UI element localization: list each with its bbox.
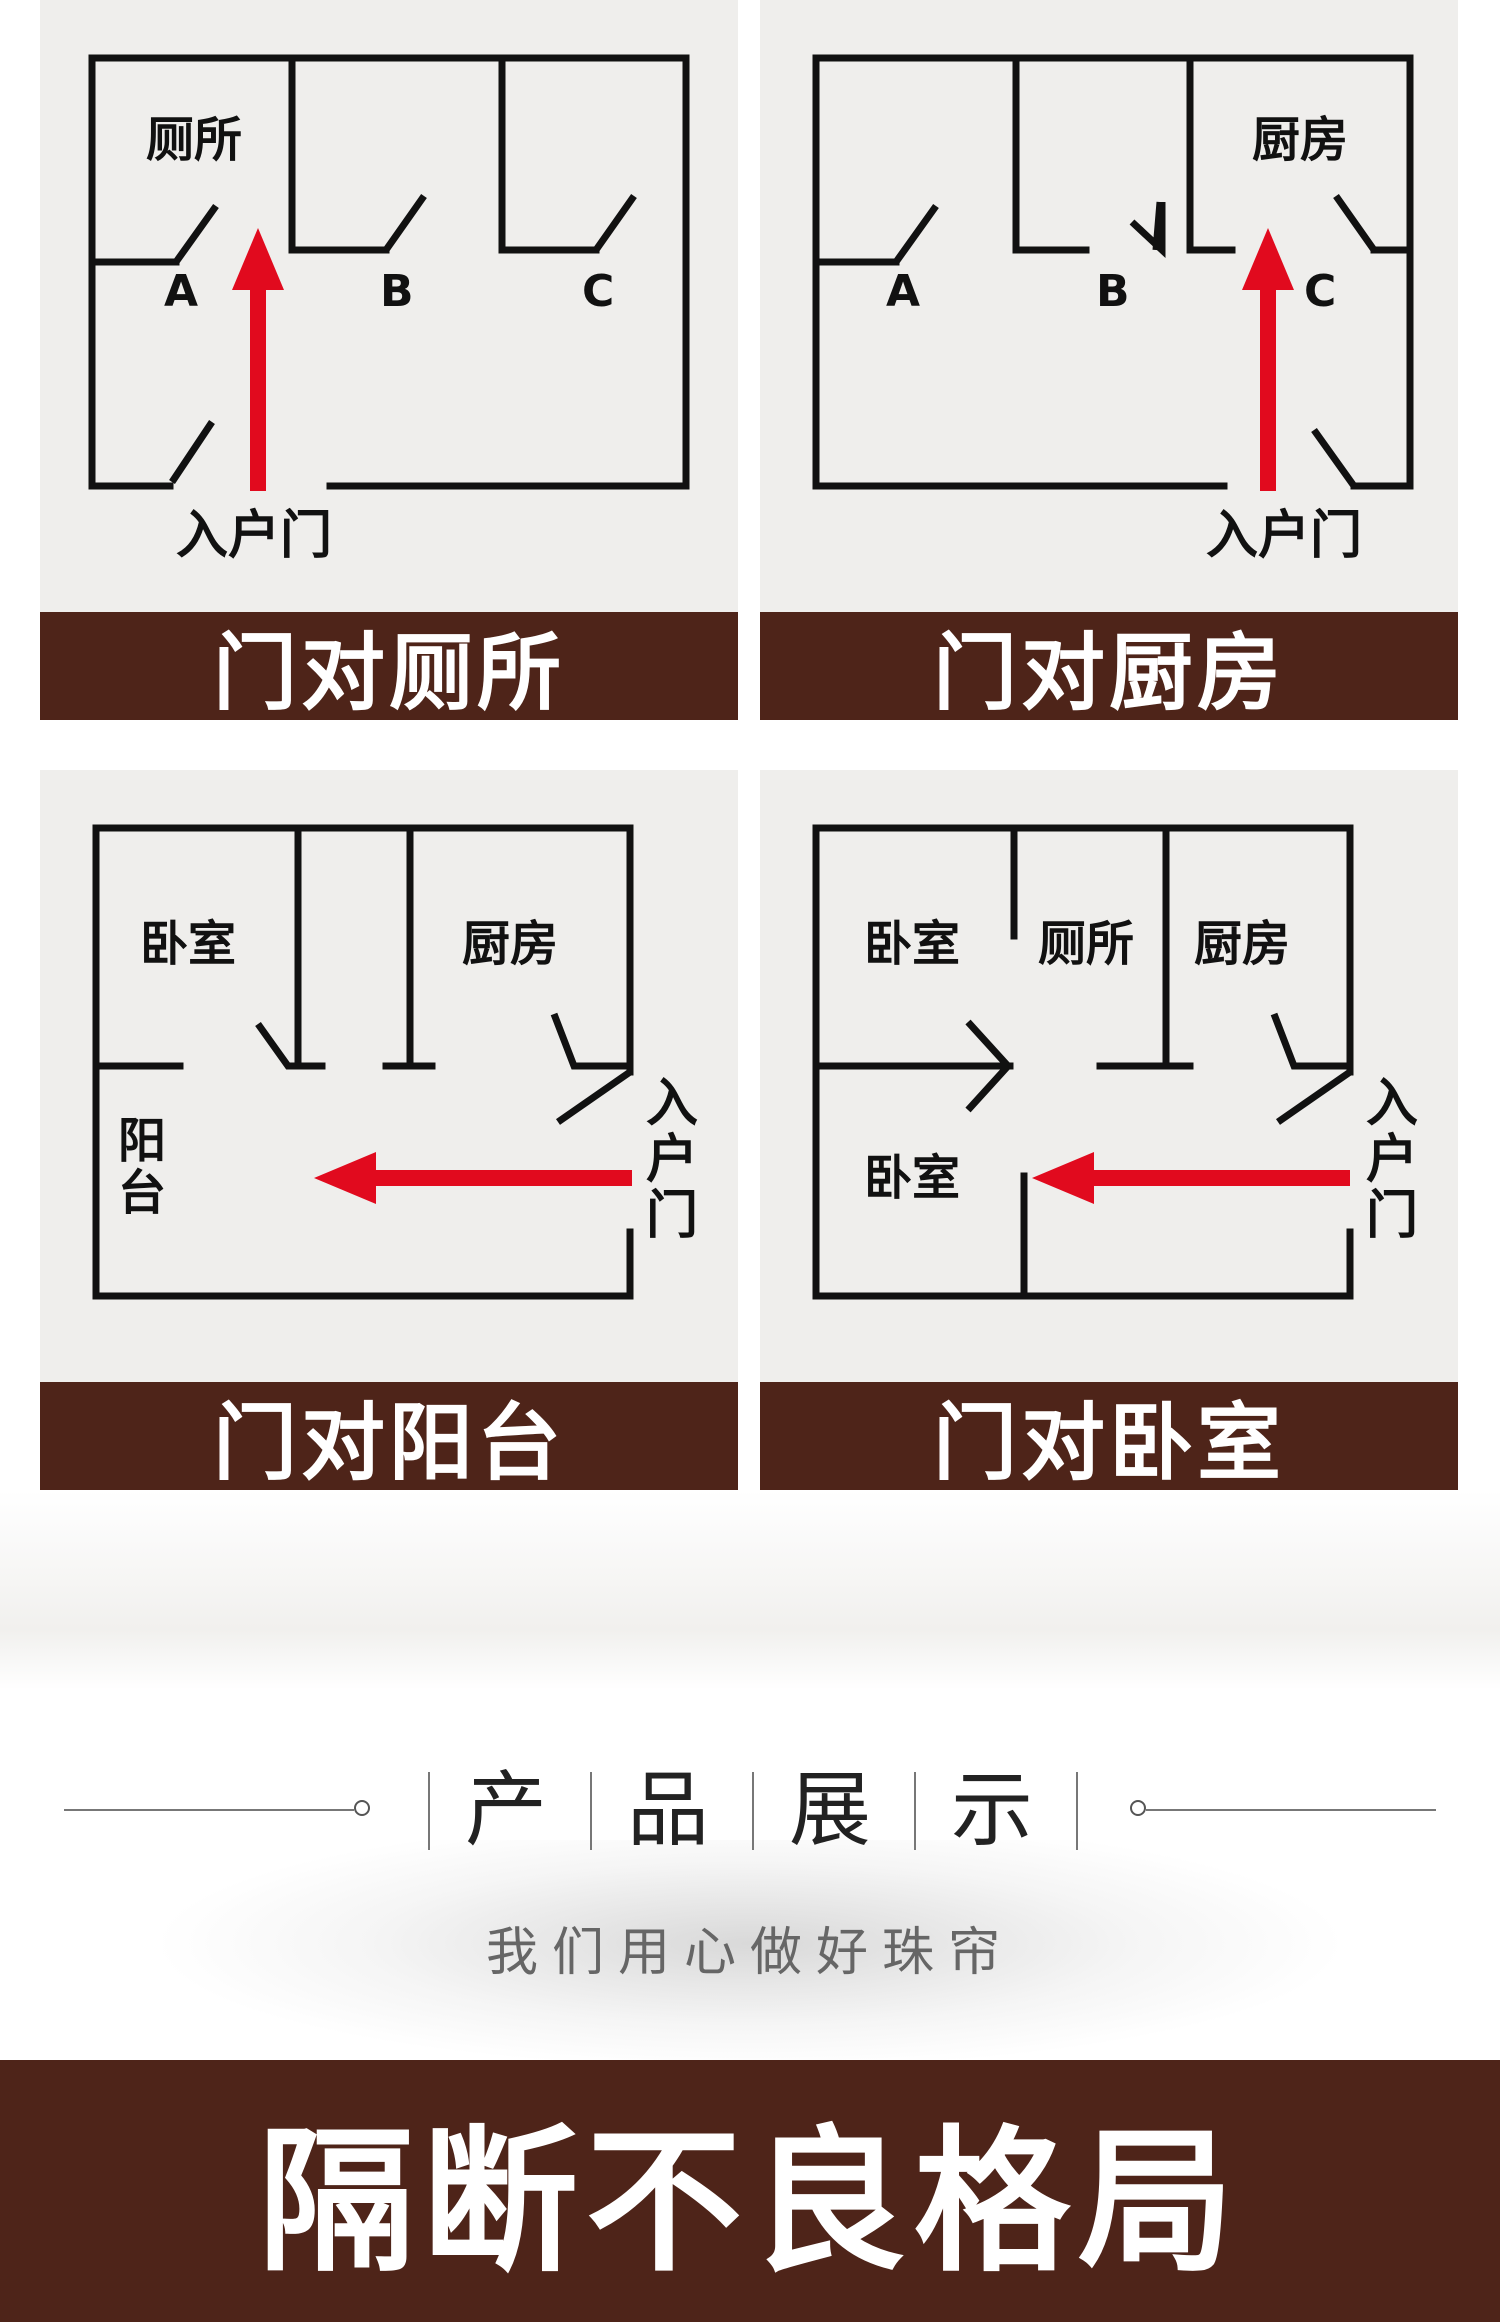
door-b-leaf — [383, 193, 427, 253]
door-label-c: C — [582, 266, 615, 317]
panel-caption-kitchen: 门对厨房 — [760, 612, 1458, 722]
room-label-toilet: 厕所 — [146, 112, 243, 168]
heading-separator — [752, 1772, 754, 1850]
room-c-wall — [498, 54, 600, 254]
room-label-bedroom-lower: 卧室 — [864, 1150, 961, 1206]
heading-rule-left-dot — [354, 1800, 370, 1816]
room-label-bedroom: 卧室 — [864, 916, 961, 972]
entry-door-leaf — [1311, 427, 1357, 489]
floorplan-kitchen-diagram — [812, 54, 1414, 491]
floorplan-toilet-diagram — [88, 54, 690, 491]
room-b-wall — [1012, 54, 1090, 254]
ink-mountain-backdrop — [150, 1840, 1350, 2070]
heading-char: 产 — [464, 1763, 547, 1858]
door-b-leaf — [1129, 202, 1166, 259]
kitchen-door-leaf — [550, 1012, 630, 1070]
outer-wall — [88, 54, 690, 490]
room-label-kitchen: 厨房 — [1194, 916, 1291, 972]
heading-rule-right — [1146, 1809, 1436, 1811]
floorplan-bedroom-diagram — [812, 824, 1354, 1300]
entry-door-leaf — [556, 1069, 632, 1125]
floorplan-panel-bedroom: 卧室 厕所 厨房 卧室 入户门 门对卧室 — [760, 770, 1458, 1492]
floorplan-panel-balcony: 卧室 厨房 阳台 入户门 门对阳台 — [40, 770, 738, 1492]
bedroom-right-wall — [294, 824, 326, 1070]
section-tagline: 我们用心做好珠帘 — [485, 1923, 1014, 1983]
door-label-b: B — [380, 266, 414, 317]
floorplan-balcony-diagram — [92, 824, 634, 1300]
door-label-c: C — [1304, 266, 1337, 317]
section-heading: 产 品 展 示 — [0, 1750, 1500, 1870]
room-b-right-wall — [1186, 54, 1236, 254]
outer-wall-top — [812, 824, 1354, 1300]
bedroom-door-leaf — [255, 1021, 316, 1070]
panel-caption-balcony: 门对阳台 — [40, 1382, 738, 1492]
floorplan-panel-kitchen: 厨房 A B C 入户门 门对厨房 — [760, 0, 1458, 722]
door-label-a: A — [164, 266, 199, 317]
heading-char: 示 — [950, 1763, 1033, 1858]
banner-title: 隔断不良格局 — [258, 2111, 1242, 2293]
entry-door-leaf — [1276, 1069, 1352, 1125]
direction-arrow-up — [1242, 228, 1294, 491]
room-label-balcony: 阳台 — [117, 1113, 166, 1221]
entry-door-label: 入户门 — [176, 506, 333, 566]
entry-door-leaf — [169, 420, 215, 484]
heading-separator — [1076, 1772, 1078, 1850]
room-label-bedroom: 卧室 — [140, 916, 237, 972]
outer-wall-top — [92, 824, 634, 1100]
heading-char: 展 — [788, 1763, 871, 1858]
room-label-toilet: 厕所 — [1038, 916, 1135, 972]
panel-caption-toilet: 门对厕所 — [40, 612, 738, 722]
heading-rule-left — [64, 1809, 354, 1811]
background-fade — [0, 1490, 1500, 1690]
door-a-leaf — [893, 203, 939, 265]
door-a-leaf — [173, 203, 219, 265]
floorplan-panel-toilet: 厕所 A B C 入户门 门对厕所 — [40, 0, 738, 722]
outer-wall-bottom-right — [1020, 1228, 1354, 1300]
heading-separator — [914, 1772, 916, 1850]
bottom-banner: 隔断不良格局 — [0, 2060, 1500, 2322]
entry-door-label: 入户门 — [1365, 1074, 1418, 1247]
panel-caption-bedroom: 门对卧室 — [760, 1382, 1458, 1492]
heading-char: 品 — [626, 1763, 709, 1858]
heading-rule-right-dot — [1130, 1800, 1146, 1816]
direction-arrow-left — [314, 1152, 632, 1204]
entry-door-label: 入户门 — [645, 1074, 698, 1247]
outer-wall — [812, 54, 1414, 490]
room-label-kitchen: 厨房 — [462, 916, 559, 972]
door-label-a: A — [886, 266, 921, 317]
heading-separator — [590, 1772, 592, 1850]
room-label-kitchen: 厨房 — [1252, 112, 1349, 168]
door-label-b: B — [1096, 266, 1130, 317]
kitchen-door-leaf — [1270, 1012, 1350, 1070]
outer-wall-bottom — [92, 1084, 634, 1300]
door-c-leaf — [1333, 193, 1377, 253]
product-showcase-section: 产 品 展 示 我们用心做好珠帘 — [0, 1690, 1500, 2070]
door-c-leaf — [593, 193, 637, 253]
heading-separator — [428, 1772, 430, 1850]
room-b-wall — [288, 54, 390, 254]
bedroom-door-arrowhead — [965, 1019, 1013, 1113]
direction-arrow-left — [1032, 1152, 1350, 1204]
direction-arrow-up — [232, 228, 284, 491]
entry-door-label: 入户门 — [1206, 506, 1363, 566]
